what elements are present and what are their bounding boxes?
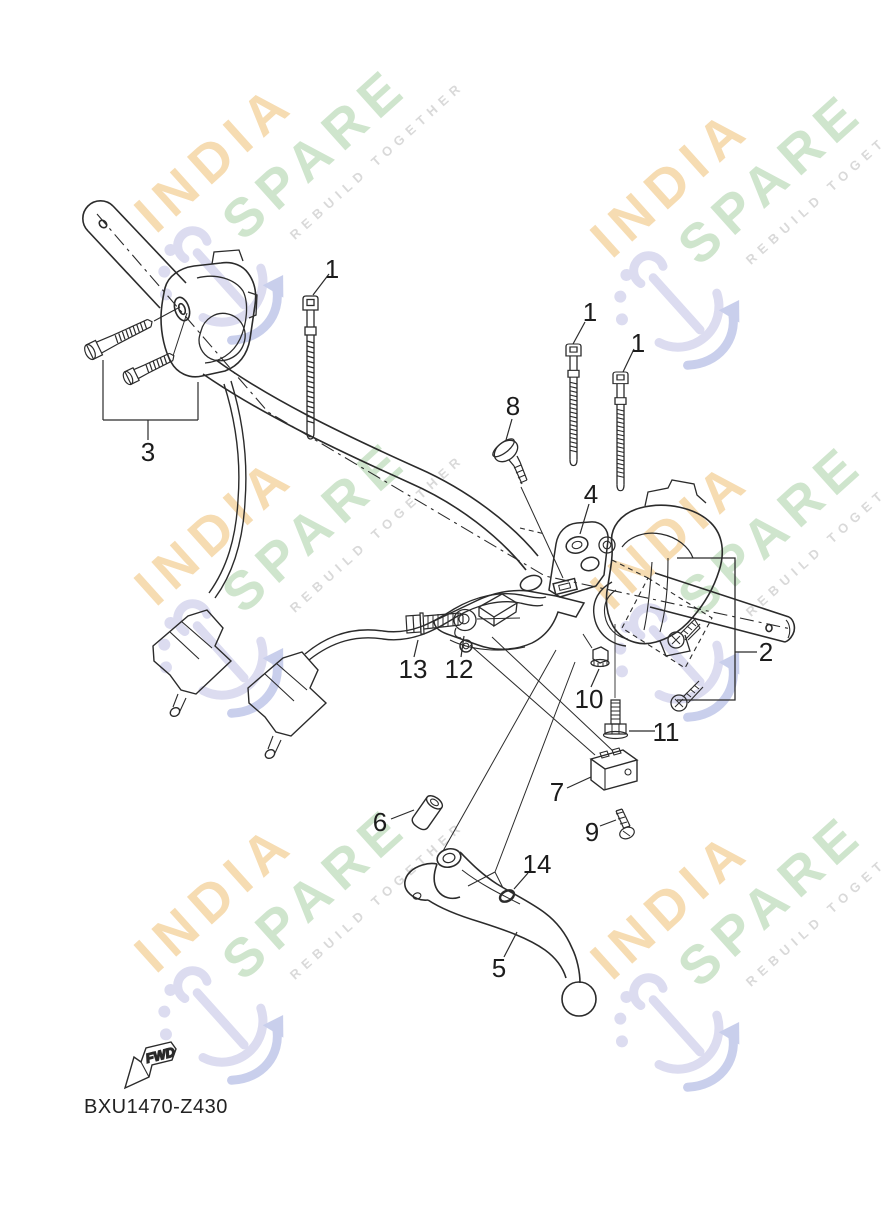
tapping-screw <box>670 680 704 712</box>
cable-tie <box>565 343 582 467</box>
lever-perch-bracket <box>433 574 586 653</box>
cable-tie <box>302 295 319 440</box>
part6-bushing <box>411 795 444 831</box>
part11-bolt <box>602 624 629 740</box>
part7-handle-switch <box>589 747 639 791</box>
part-callout-8: 8 <box>505 391 521 421</box>
part-callout-12: 12 <box>444 654 474 684</box>
part14-oring <box>498 889 516 903</box>
fwd-direction-flag: FWD <box>123 1041 178 1090</box>
hidden-clamp-dashed <box>519 527 713 669</box>
part-callout-5: 5 <box>491 953 507 983</box>
part4-holder-bracket <box>548 521 609 598</box>
part-callout-7: 7 <box>549 777 565 807</box>
part10-nut <box>582 633 610 668</box>
part-callout-2: 2 <box>758 637 774 667</box>
connector <box>152 609 233 718</box>
part-callout-6: 6 <box>372 807 388 837</box>
part-callout-1a: 1 <box>324 254 340 284</box>
part9-screw <box>615 808 635 840</box>
handlebar-tube <box>202 359 539 571</box>
part13-bolt <box>405 612 464 635</box>
tapping-screw <box>667 617 701 649</box>
part-callout-11: 11 <box>652 717 680 747</box>
handlebar-right-end <box>649 572 796 643</box>
part-callout-14: 14 <box>522 849 552 879</box>
cable-tie <box>612 371 629 492</box>
part-callout-1b: 1 <box>582 297 598 327</box>
part-callout-1c: 1 <box>630 328 646 358</box>
part-callout-13: 13 <box>398 654 428 684</box>
handlebar-axis-line <box>96 213 792 630</box>
part8-screw <box>492 438 564 579</box>
part-callout-10: 10 <box>574 684 604 714</box>
part-callout-4: 4 <box>583 479 599 509</box>
part12-washer <box>453 608 521 639</box>
handlebar-left-end <box>82 200 187 309</box>
callout-leader-lines <box>312 273 655 958</box>
connector <box>247 651 328 760</box>
part3-screws <box>84 306 199 440</box>
part5-brake-lever <box>404 847 597 1017</box>
part-callout-3: 3 <box>140 437 156 467</box>
drawing-code: BXU1470-Z430 <box>84 1096 228 1118</box>
wire-harness <box>152 380 547 760</box>
assembly-leader-lines <box>442 636 614 889</box>
left-switch-housing <box>160 249 258 378</box>
part-callout-9: 9 <box>584 817 600 847</box>
master-cylinder-body <box>592 479 724 657</box>
